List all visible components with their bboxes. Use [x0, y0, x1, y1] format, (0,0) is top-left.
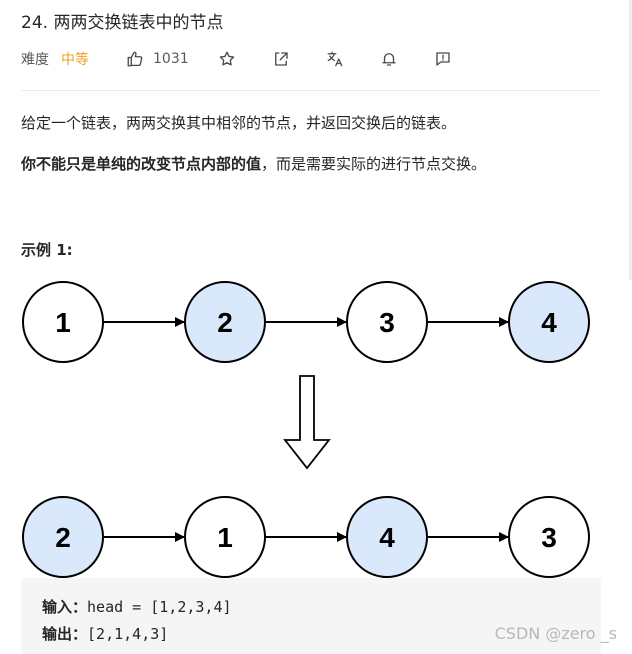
star-icon[interactable] [217, 49, 237, 69]
share-icon[interactable] [271, 49, 291, 69]
difficulty-label: 难度 [21, 52, 49, 68]
example-code-box: 输入：head = [1,2,3,4] 输出：[2,1,4,3] [21, 578, 601, 654]
after-node-4 [508, 496, 590, 578]
problem-meta-bar: 难度 中等 1031 [21, 46, 453, 72]
header-divider [21, 90, 601, 91]
before-node-label-4: 4 [541, 307, 557, 338]
before-node-label-3: 3 [379, 307, 395, 338]
before-node-label-2: 2 [217, 307, 233, 338]
transform-arrow [283, 375, 331, 470]
problem-title: 24. 两两交换链表中的节点 [21, 13, 224, 33]
input-value: head = [1,2,3,4] [87, 598, 232, 616]
after-node-2 [184, 496, 266, 578]
before-node-label-1: 1 [55, 307, 71, 338]
description-line-1: 给定一个链表，两两交换其中相邻的节点，并返回交换后的链表。 [21, 114, 457, 132]
difficulty-value: 中等 [61, 52, 89, 68]
before-node-1 [22, 281, 104, 363]
thumbs-up-icon[interactable] [125, 49, 145, 69]
example-title: 示例 1: [21, 241, 73, 259]
after-node-label-3: 4 [379, 522, 395, 553]
after-node-3 [346, 496, 428, 578]
swap-diagram: 1 2 3 4 2 1 4 3 [22, 281, 590, 578]
description-line-2: 你不能只是单纯的改变节点内部的值，而是需要实际的进行节点交换。 [21, 152, 486, 176]
example-output: 输出：[2,1,4,3] [42, 623, 168, 645]
like-button[interactable]: 1031 [125, 49, 189, 69]
translate-icon[interactable] [325, 49, 345, 69]
output-label: 输出： [42, 625, 88, 643]
after-node-label-1: 2 [55, 522, 71, 553]
before-node-4 [508, 281, 590, 363]
example-input: 输入：head = [1,2,3,4] [42, 596, 232, 618]
before-list: 1 2 3 4 [22, 281, 590, 363]
description-emphasis: 你不能只是单纯的改变节点内部的值 [21, 155, 262, 173]
after-node-1 [22, 496, 104, 578]
before-node-2 [184, 281, 266, 363]
scrollbar[interactable] [629, 0, 632, 280]
output-value: [2,1,4,3] [87, 625, 169, 643]
after-node-label-2: 1 [217, 522, 233, 553]
watermark: CSDN @zero _s [494, 624, 617, 643]
feedback-icon[interactable] [433, 49, 453, 69]
input-label: 输入： [42, 598, 88, 616]
after-list: 2 1 4 3 [22, 496, 590, 578]
before-node-3 [346, 281, 428, 363]
bell-icon[interactable] [379, 49, 399, 69]
description-rest: ，而是需要实际的进行节点交换。 [261, 155, 487, 173]
after-node-label-4: 3 [541, 522, 557, 553]
like-count: 1031 [153, 51, 189, 67]
